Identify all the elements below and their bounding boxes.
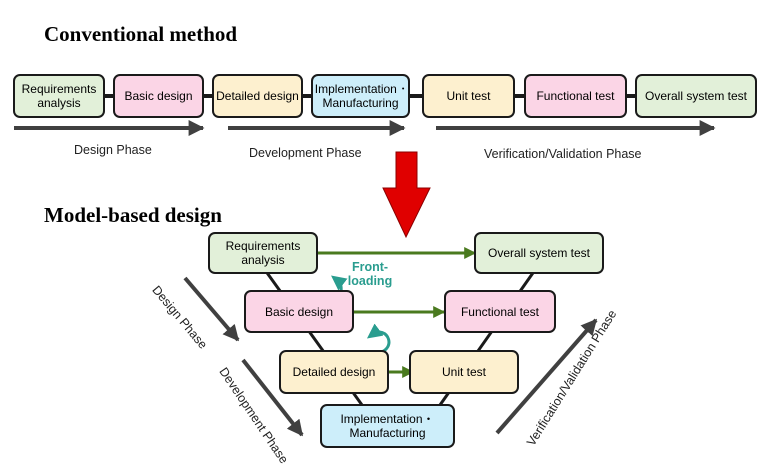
front-loading-label: Front- loading (347, 260, 393, 288)
step-implementation-manufacturing: Implementation ･Manufacturing (311, 74, 410, 118)
design-phase-label: Design Phase (74, 143, 152, 157)
mb-functional-test: Functional test (444, 290, 556, 333)
verification-phase-label: Verification/Validation Phase (484, 147, 642, 161)
mb-design-phase-arrow (183, 276, 240, 342)
step-requirements-analysis: Requirements analysis (13, 74, 105, 118)
step-overall-system-test: Overall system test (635, 74, 757, 118)
mb-unit-test: Unit test (409, 350, 519, 394)
mb-verification-phase-arrow (495, 318, 598, 435)
transition-arrow (382, 151, 431, 239)
model-based-title: Model-based design (44, 203, 222, 227)
mb-basic-design: Basic design (244, 290, 354, 333)
mb-implementation-manufacturing: Implementation・ Manufacturing (320, 404, 455, 448)
development-phase-label: Development Phase (249, 146, 362, 160)
step-functional-test: Functional test (524, 74, 627, 118)
conventional-title: Conventional method (44, 22, 238, 46)
step-basic-design: Basic design (113, 74, 204, 118)
mb-development-phase-arrow (241, 358, 304, 437)
mb-overall-system-test: Overall system test (474, 232, 604, 274)
step-detailed-design: Detailed design (212, 74, 303, 118)
step-unit-test: Unit test (422, 74, 515, 118)
mb-requirements-analysis: Requirements analysis (208, 232, 318, 274)
mb-detailed-design: Detailed design (279, 350, 389, 394)
